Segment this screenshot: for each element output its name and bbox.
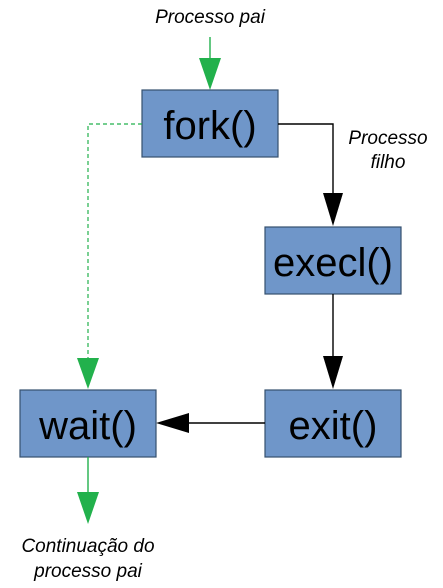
execl-to-exit-arrowhead <box>323 356 343 389</box>
continuation-arrowhead <box>77 492 99 524</box>
continuation-label-line1: Continuação do <box>21 536 154 557</box>
parent-entry-arrowhead <box>199 58 221 90</box>
parent-process-label: Processo pai <box>155 7 266 28</box>
execl-box <box>264 226 402 295</box>
parent-wait-dashed-line <box>87 123 142 360</box>
parent-wait-arrowhead <box>77 358 99 389</box>
exit-to-wait-arrowhead <box>156 413 189 433</box>
child-process-label-line2: filho <box>371 152 406 173</box>
continuation-label-line2: processo pai <box>33 561 143 582</box>
exit-box-label: exit() <box>289 404 378 448</box>
fork-box-label: fork() <box>163 104 256 148</box>
child-process-label-line1: Processo <box>348 128 427 149</box>
execl-box-label: execl() <box>273 241 393 285</box>
child-branch-arrowhead <box>323 193 343 226</box>
child-branch-line <box>278 123 334 195</box>
wait-box-label: wait() <box>38 404 137 448</box>
